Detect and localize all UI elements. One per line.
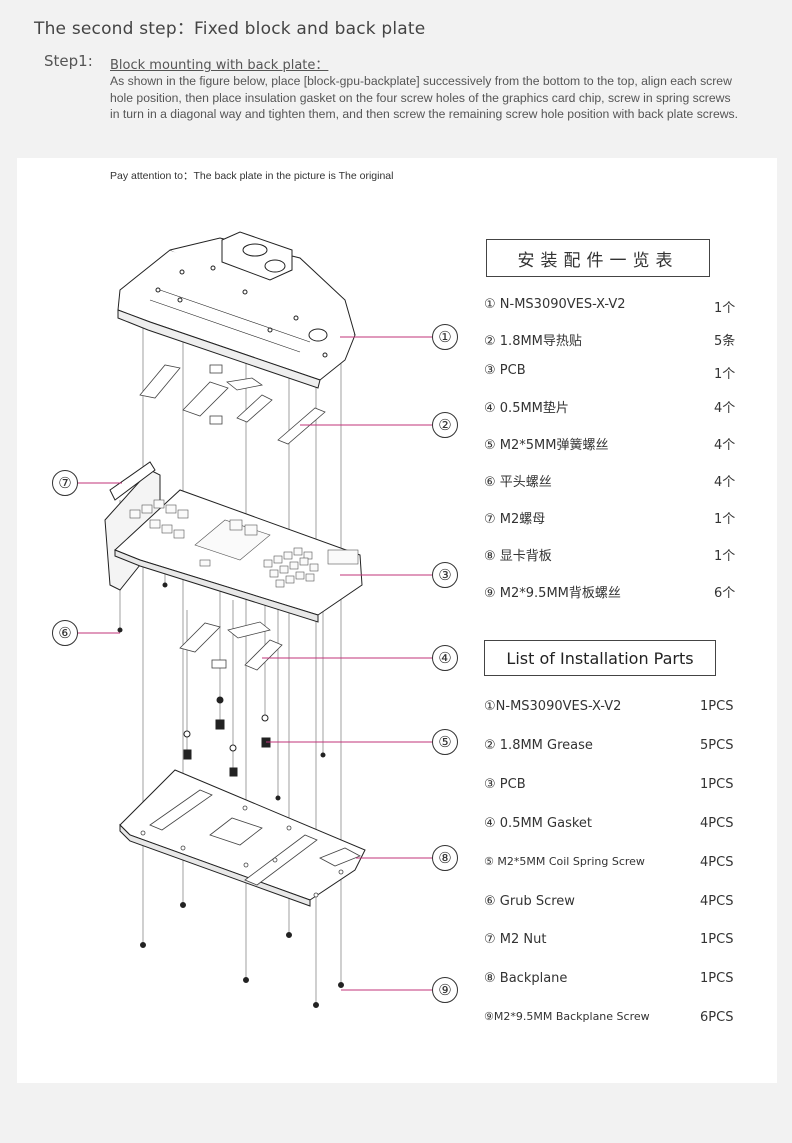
callout-4: ④	[432, 645, 458, 671]
en-item-name: ④ 0.5MM Gasket	[484, 816, 592, 831]
en-item-qty: 1PCS	[700, 699, 734, 714]
cn-item-name: ④ 0.5MM垫片	[484, 401, 569, 416]
cn-list-item: ⑥ 平头螺丝 4个	[484, 471, 735, 490]
cn-item-qty: 6个	[714, 586, 736, 601]
cn-item-qty: 1个	[714, 549, 736, 564]
cn-item-name: ① N-MS3090VES-X-V2	[484, 297, 626, 312]
en-list-item: ①N-MS3090VES-X-V2 1PCS	[484, 699, 733, 717]
callout-6: ⑥	[52, 620, 78, 646]
cn-item-name: ② 1.8MM导热贴	[484, 334, 582, 349]
cn-item-qty: 1个	[714, 367, 736, 382]
en-list-item: ⑦ M2 Nut 1PCS	[484, 932, 733, 950]
step-label: Step1:	[44, 52, 93, 70]
en-list-item: ⑤ M2*5MM Coil Spring Screw 4PCS	[484, 855, 733, 873]
en-item-name: ①N-MS3090VES-X-V2	[484, 699, 622, 714]
cn-list-title: 安装配件一览表	[486, 239, 710, 277]
en-item-qty: 1PCS	[700, 971, 734, 986]
en-list-item: ② 1.8MM Grease 5PCS	[484, 738, 733, 756]
en-list-title: List of Installation Parts	[484, 640, 716, 676]
cn-item-qty: 5条	[714, 334, 736, 349]
cn-item-qty: 1个	[714, 512, 736, 527]
cn-item-name: ⑨ M2*9.5MM背板螺丝	[484, 586, 621, 601]
cn-item-name: ⑦ M2螺母	[484, 512, 546, 527]
en-list-item: ⑨M2*9.5MM Backplane Screw 6PCS	[484, 1010, 733, 1028]
callout-5: ⑤	[432, 729, 458, 755]
en-list-item: ④ 0.5MM Gasket 4PCS	[484, 816, 733, 834]
en-item-name: ② 1.8MM Grease	[484, 738, 593, 753]
cn-list-item: ⑦ M2螺母 1个	[484, 508, 735, 527]
page-title: The second step：Fixed block and back pla…	[34, 19, 426, 39]
callout-9: ⑨	[432, 977, 458, 1003]
en-item-name: ⑥ Grub Screw	[484, 894, 575, 909]
callout-1: ①	[432, 324, 458, 350]
en-item-name: ⑨M2*9.5MM Backplane Screw	[484, 1010, 650, 1023]
cn-item-qty: 4个	[714, 475, 736, 490]
en-item-qty: 1PCS	[700, 932, 734, 947]
callout-7: ⑦	[52, 470, 78, 496]
cn-item-name: ⑧ 显卡背板	[484, 549, 552, 564]
callout-2: ②	[432, 412, 458, 438]
step-description: As shown in the figure below, place [blo…	[110, 74, 739, 121]
cn-list-item: ⑨ M2*9.5MM背板螺丝 6个	[484, 582, 735, 601]
en-item-name: ③ PCB	[484, 777, 526, 792]
cn-list-item: ① N-MS3090VES-X-V2 1个	[484, 297, 735, 316]
cn-list-item: ⑤ M2*5MM弹簧螺丝 4个	[484, 434, 735, 453]
cn-item-name: ⑥ 平头螺丝	[484, 475, 552, 490]
en-item-qty: 5PCS	[700, 738, 734, 753]
en-item-qty: 4PCS	[700, 855, 734, 870]
en-item-qty: 4PCS	[700, 816, 734, 831]
cn-item-qty: 4个	[714, 438, 736, 453]
en-list-item: ③ PCB 1PCS	[484, 777, 733, 795]
en-item-qty: 6PCS	[700, 1010, 734, 1025]
en-item-name: ⑦ M2 Nut	[484, 932, 547, 947]
callout-3: ③	[432, 562, 458, 588]
callout-8: ⑧	[432, 845, 458, 871]
cn-item-name: ⑤ M2*5MM弹簧螺丝	[484, 438, 609, 453]
en-item-qty: 1PCS	[700, 777, 734, 792]
en-item-name: ⑤ M2*5MM Coil Spring Screw	[484, 855, 645, 868]
cn-list-item: ④ 0.5MM垫片 4个	[484, 397, 735, 416]
cn-list-item: ③ PCB 1个	[484, 363, 735, 382]
cn-item-qty: 1个	[714, 301, 736, 316]
attention-note: Pay attention to：The back plate in the p…	[110, 170, 394, 182]
en-list-item: ⑥ Grub Screw 4PCS	[484, 894, 733, 912]
cn-item-name: ③ PCB	[484, 363, 526, 378]
cn-list-item: ⑧ 显卡背板 1个	[484, 545, 735, 564]
en-item-qty: 4PCS	[700, 894, 734, 909]
cn-item-qty: 4个	[714, 401, 736, 416]
cn-list-item: ② 1.8MM导热贴 5条	[484, 330, 735, 349]
en-item-name: ⑧ Backplane	[484, 971, 568, 986]
step-heading: Block mounting with back plate：	[110, 58, 329, 73]
en-list-item: ⑧ Backplane 1PCS	[484, 971, 733, 989]
